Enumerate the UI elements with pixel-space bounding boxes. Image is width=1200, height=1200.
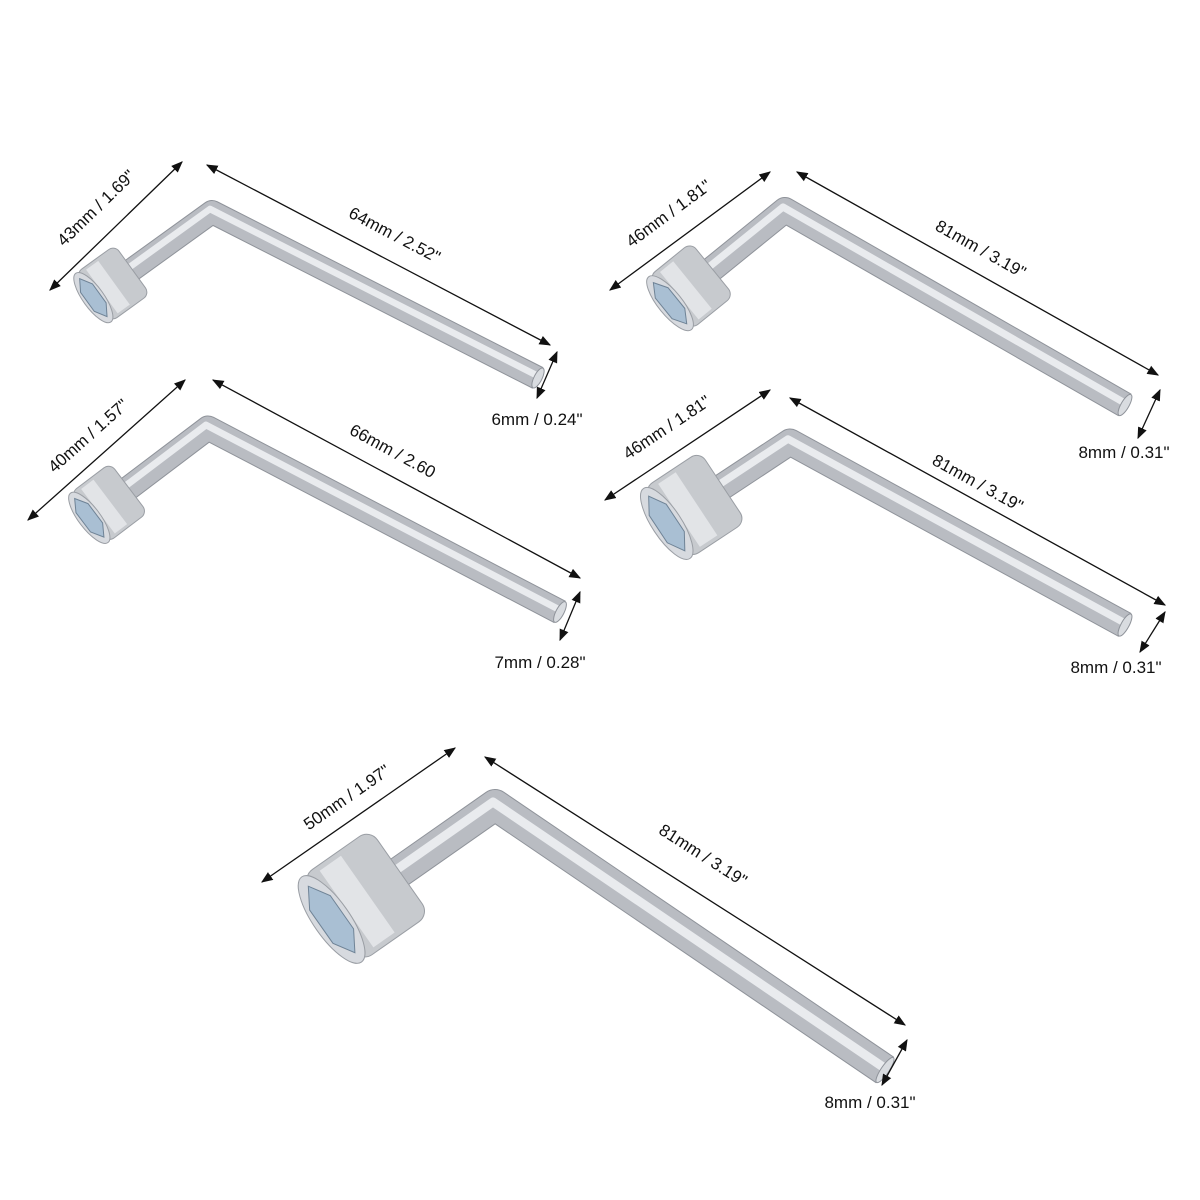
rod-diameter-label: 6mm / 0.24"	[491, 410, 582, 429]
wrench-1: 43mm / 1.69" 64mm / 2.52" 6mm / 0.24"	[49, 161, 583, 429]
wrench-rod-body	[329, 790, 894, 1083]
rod-end	[1117, 613, 1133, 637]
socket-length-label: 46mm / 1.81"	[620, 392, 714, 464]
hex-socket-icon	[648, 495, 686, 552]
rod-diameter-dimension-line	[1139, 611, 1166, 653]
wrench-rod-body	[90, 201, 543, 388]
rod-diameter-label: 8mm / 0.31"	[1070, 658, 1161, 677]
handle-length-dimension-line	[788, 397, 1167, 606]
rod-diameter-dimension-line	[559, 590, 581, 642]
socket-length-label: 46mm / 1.81"	[623, 176, 715, 251]
socket-length-label: 40mm / 1.57"	[45, 395, 133, 476]
socket-length-dimension-line	[49, 161, 183, 291]
socket-length-label: 43mm / 1.69"	[53, 166, 138, 250]
handle-length-dimension-line	[795, 171, 1160, 376]
rod-diameter-dimension-line	[1137, 388, 1161, 440]
wrench-5: 50mm / 1.97"81mm / 3.19"8mm / 0.31"	[261, 747, 916, 1112]
socket-length-dimension-line	[604, 389, 771, 501]
socket-length-dimension-line	[609, 171, 771, 291]
hex-socket-icon	[307, 885, 356, 954]
socket-length-dimension-line	[261, 747, 456, 883]
rod-diameter-label: 8mm / 0.31"	[824, 1093, 915, 1112]
handle-length-label: 66mm / 2.60	[347, 420, 439, 482]
handle-length-label: 64mm / 2.52"	[346, 203, 444, 267]
handle-length-dimension-line	[205, 164, 552, 346]
socket-length-dimension-line	[27, 379, 186, 521]
rod-diameter-label: 8mm / 0.31"	[1078, 443, 1169, 462]
rod-diameter-label: 7mm / 0.28"	[494, 653, 585, 672]
wrench-4: 46mm / 1.81"81mm / 3.19"8mm / 0.31"	[604, 389, 1167, 677]
handle-length-label: 81mm / 3.19"	[932, 216, 1029, 282]
handle-length-dimension-line	[484, 756, 906, 1026]
handle-length-label: 81mm / 3.19"	[655, 820, 750, 890]
rod-diameter-dimension-line	[881, 1038, 908, 1087]
handle-length-dimension-line	[211, 379, 582, 579]
